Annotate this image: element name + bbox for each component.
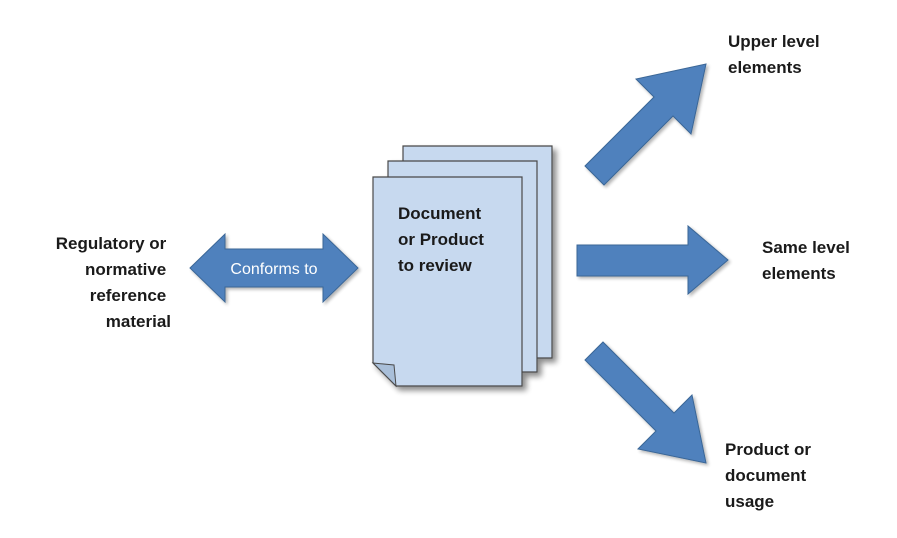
document-title-line-3: to review (398, 256, 472, 275)
upper-level-arrow (584, 63, 707, 186)
reference-material-line-2: normative (85, 260, 166, 279)
document-stack (371, 145, 553, 388)
same-level-label: Same level elements (762, 238, 855, 283)
conforms-to-label: Conforms to (230, 261, 317, 278)
document-title: Document or Product to review (398, 204, 489, 275)
usage-arrow (584, 341, 707, 464)
document-title-line-2: or Product (398, 230, 484, 249)
same-level-arrow (576, 224, 729, 296)
upper-level-label: Upper level elements (728, 32, 824, 77)
reference-material-label: Regulatory or normative reference materi… (56, 234, 171, 331)
reference-material-line-3: reference (90, 286, 167, 305)
usage-label: Product or document usage (725, 440, 816, 511)
document-page-front (372, 176, 523, 387)
reference-material-line-1: Regulatory or (56, 234, 167, 253)
same-level-line-1: Same level (762, 238, 850, 257)
same-level-line-2: elements (762, 264, 836, 283)
page-fold-corner (371, 362, 397, 388)
usage-line-1: Product or (725, 440, 811, 459)
upper-level-line-2: elements (728, 58, 802, 77)
usage-line-2: document (725, 466, 807, 485)
usage-line-3: usage (725, 492, 774, 511)
upper-level-line-1: Upper level (728, 32, 820, 51)
conforms-to-arrow (189, 232, 359, 304)
reference-material-line-4: material (106, 312, 171, 331)
document-title-line-1: Document (398, 204, 481, 223)
